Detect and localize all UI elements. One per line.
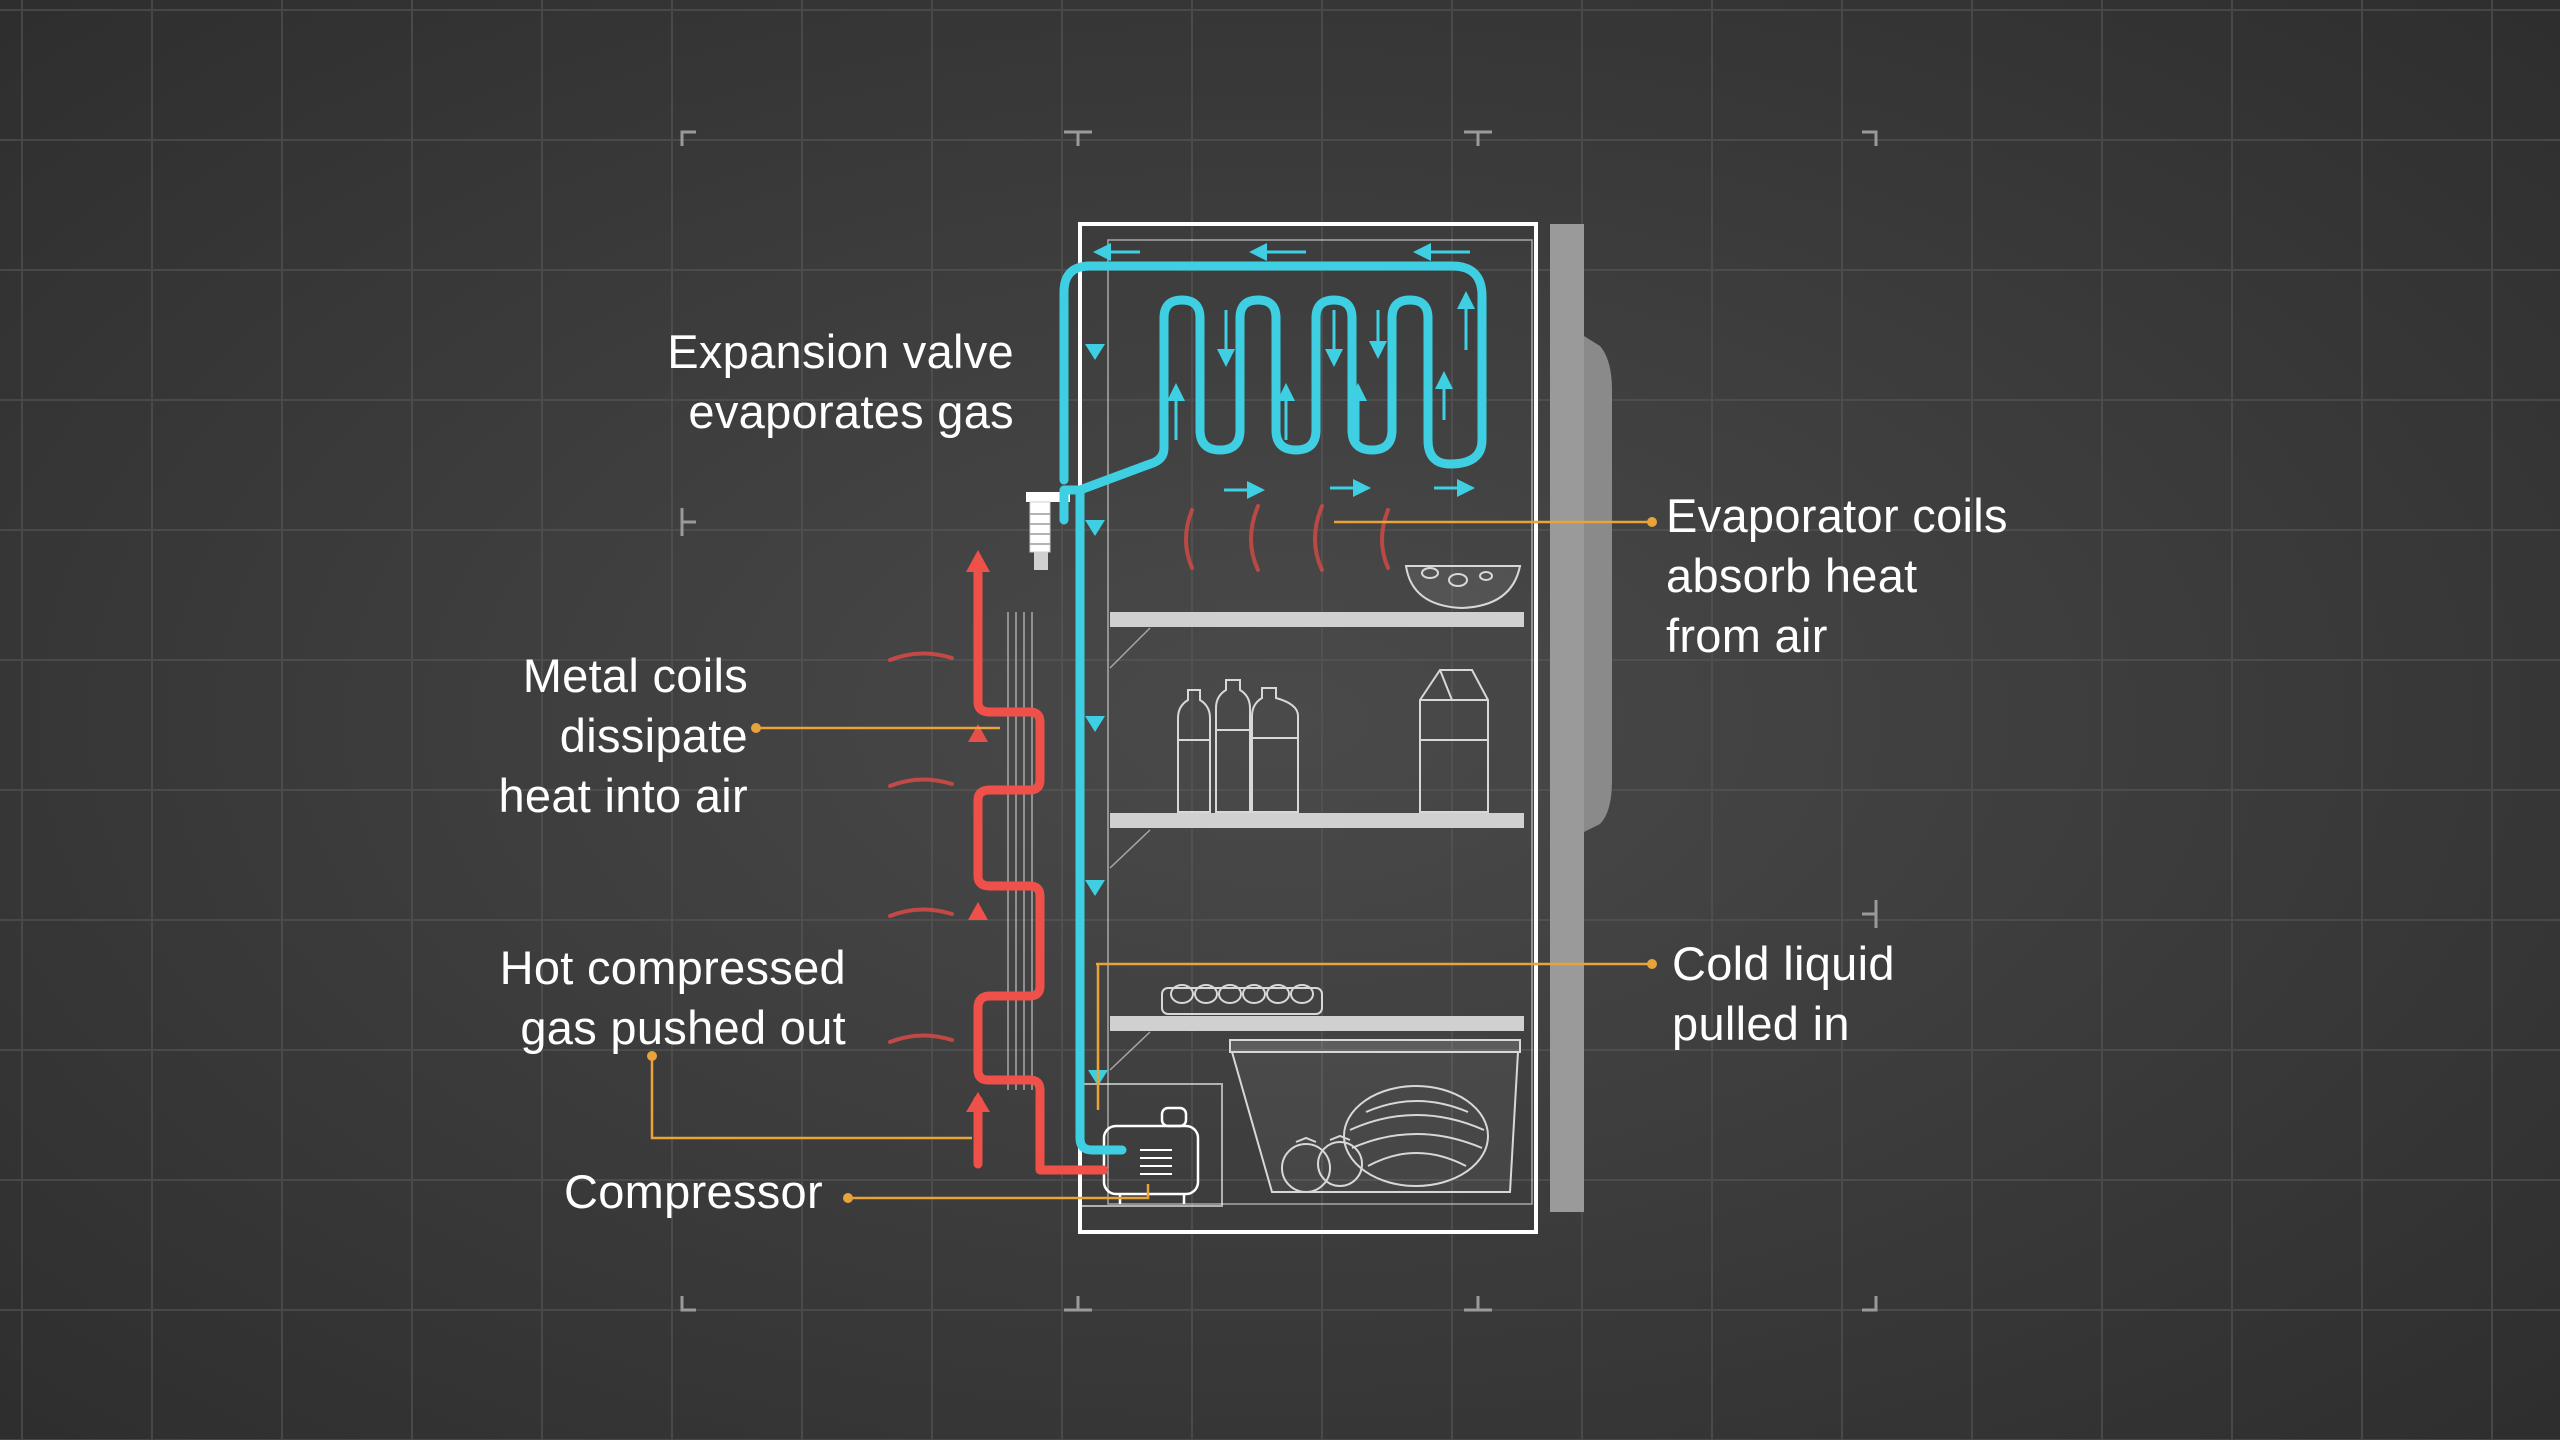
leader-compressor [848, 1184, 1150, 1200]
shelf-middle [1110, 813, 1524, 828]
label-metal-coils: Metal coils dissipate heat into air [498, 649, 748, 822]
fridge-door [1550, 224, 1612, 1212]
leader-cold-liquid [1096, 962, 1652, 1110]
crisper-drawer [1229, 1039, 1521, 1193]
heat-waves-outside [888, 651, 954, 1044]
cheese-wedge-icon [1404, 565, 1522, 610]
bottles-icon [1177, 679, 1299, 813]
expansion-valve-icon [1026, 492, 1070, 570]
leader-lines [650, 520, 1652, 1200]
label-expansion-valve: Expansion valve evaporates gas [667, 325, 1014, 438]
food-items [1161, 565, 1522, 1193]
tomatoes-icon [1281, 1134, 1363, 1193]
egg-carton-icon [1161, 984, 1323, 1015]
hot-arrows [966, 550, 990, 1112]
label-evaporator-coils: Evaporator coils absorb heat from air [1666, 489, 2008, 662]
watermelon-icon [1343, 1085, 1489, 1187]
cold-flow-arrows [1093, 243, 1475, 499]
leader-hot-gas [650, 1056, 972, 1140]
condenser-fins [1007, 612, 1033, 1090]
heat-rising-inside [1184, 504, 1390, 572]
label-hot-gas: Hot compressed gas pushed out [499, 941, 846, 1054]
fridge-shelves [1109, 612, 1524, 1071]
shelf-top [1110, 612, 1524, 627]
shelf-bottom [1110, 1016, 1524, 1031]
cold-liquid-line [1059, 261, 1487, 1155]
frame-corner-marks [680, 130, 1878, 1312]
label-compressor: Compressor [564, 1165, 823, 1218]
milk-carton-icon [1419, 669, 1489, 813]
label-cold-liquid: Cold liquid pulled in [1672, 937, 1895, 1050]
leader-dots [647, 517, 1657, 1203]
